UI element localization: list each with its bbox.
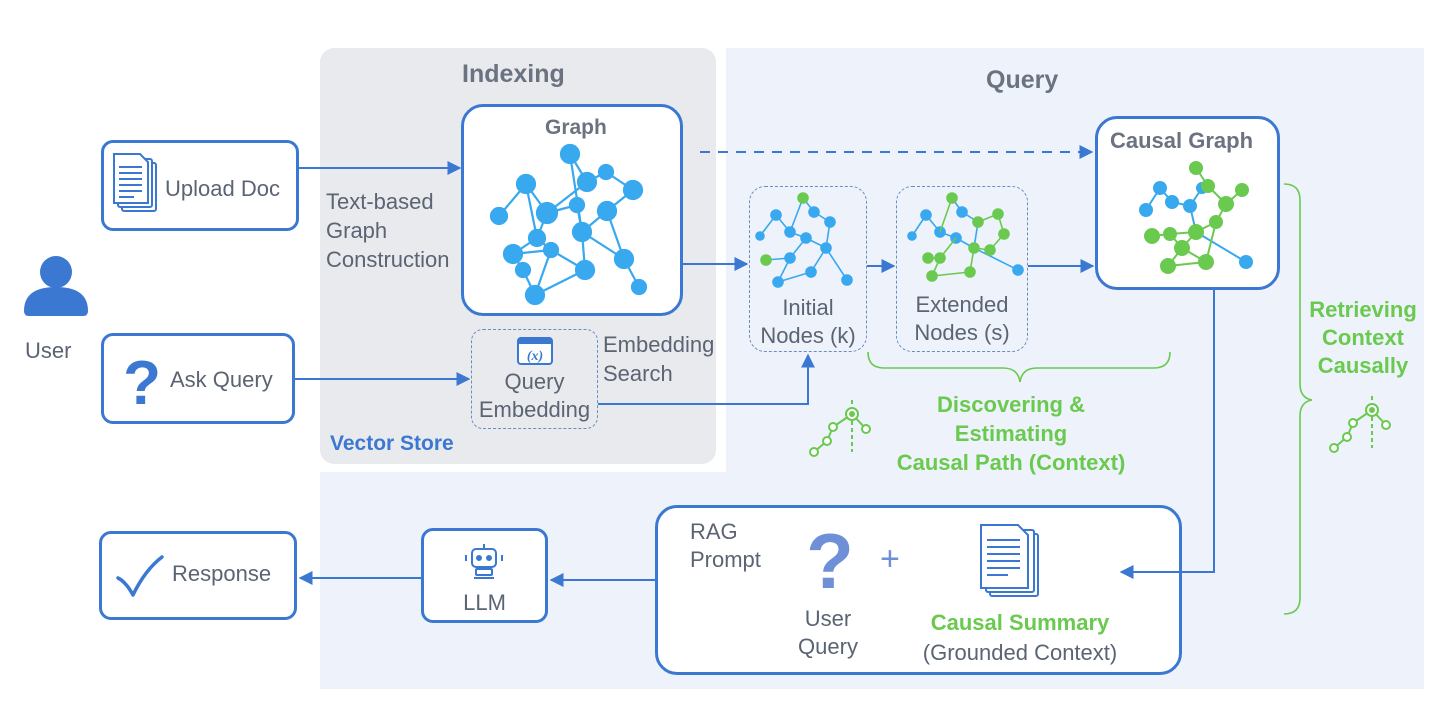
- graph-title: Graph: [545, 116, 607, 139]
- extended-nodes-network: [907, 192, 1024, 282]
- plus-sign: +: [880, 540, 900, 578]
- grounded-context-label: (Grounded Context): [922, 640, 1118, 665]
- upload-doc-label: Upload Doc: [165, 176, 280, 201]
- query-embedding-label: Query Embedding: [478, 369, 591, 422]
- discovering-label: Discovering & Estimating Causal Path (Co…: [896, 392, 1126, 475]
- llm-label: LLM: [463, 590, 506, 615]
- causal-path-icon-right: [1329, 396, 1391, 453]
- vector-store-label: Vector Store: [330, 432, 454, 455]
- initial-nodes-network: [755, 192, 853, 288]
- retrieving-label: Retrieving Context Causally: [1309, 297, 1417, 378]
- question-mark-icon: ?: [123, 349, 161, 418]
- robot-icon: [465, 544, 503, 579]
- text-based-label: Text-based Graph Construction: [326, 189, 450, 272]
- rag-prompt-label: RAG Prompt: [690, 519, 761, 572]
- initial-nodes-box: [749, 186, 867, 352]
- discovering-brace: [867, 351, 1171, 383]
- initial-nodes-label: Initial Nodes (k): [760, 295, 856, 348]
- rag-question-icon: ?: [806, 517, 854, 605]
- rag-prompt-box: [655, 505, 1182, 675]
- response-box[interactable]: [99, 531, 297, 620]
- embedding-icon: (x): [517, 337, 553, 365]
- ask-query-label: Ask Query: [170, 367, 273, 392]
- summary-document-icon: [980, 524, 1039, 597]
- indexing-title: Indexing: [462, 60, 565, 88]
- check-icon: [116, 555, 164, 597]
- query-embedding-box: [471, 329, 598, 429]
- retrieving-brace: [1283, 183, 1313, 615]
- user-icon: [24, 256, 88, 316]
- extended-nodes-label: Extended Nodes (s): [914, 292, 1010, 345]
- causal-summary-label: Causal Summary: [930, 610, 1110, 635]
- graph-network: [489, 143, 648, 306]
- arrow-embedding-to-initial: [598, 353, 815, 405]
- ask-query-box[interactable]: [101, 333, 295, 424]
- user-label: User: [25, 338, 72, 363]
- embedding-search-label: Embedding Search: [603, 332, 715, 386]
- causal-graph-network: [1139, 161, 1253, 274]
- document-icon: [113, 153, 157, 212]
- response-label: Response: [172, 561, 272, 586]
- arrow-causal-to-rag: [1119, 290, 1215, 579]
- causal-graph-title: Causal Graph: [1110, 128, 1254, 153]
- query-title: Query: [986, 66, 1059, 94]
- causal-path-icon-left: [809, 400, 871, 457]
- user-query-label: User Query: [798, 606, 858, 659]
- connector-arrows: [295, 145, 1215, 587]
- svg-text:(x): (x): [527, 349, 543, 364]
- extended-nodes-box: [896, 186, 1028, 352]
